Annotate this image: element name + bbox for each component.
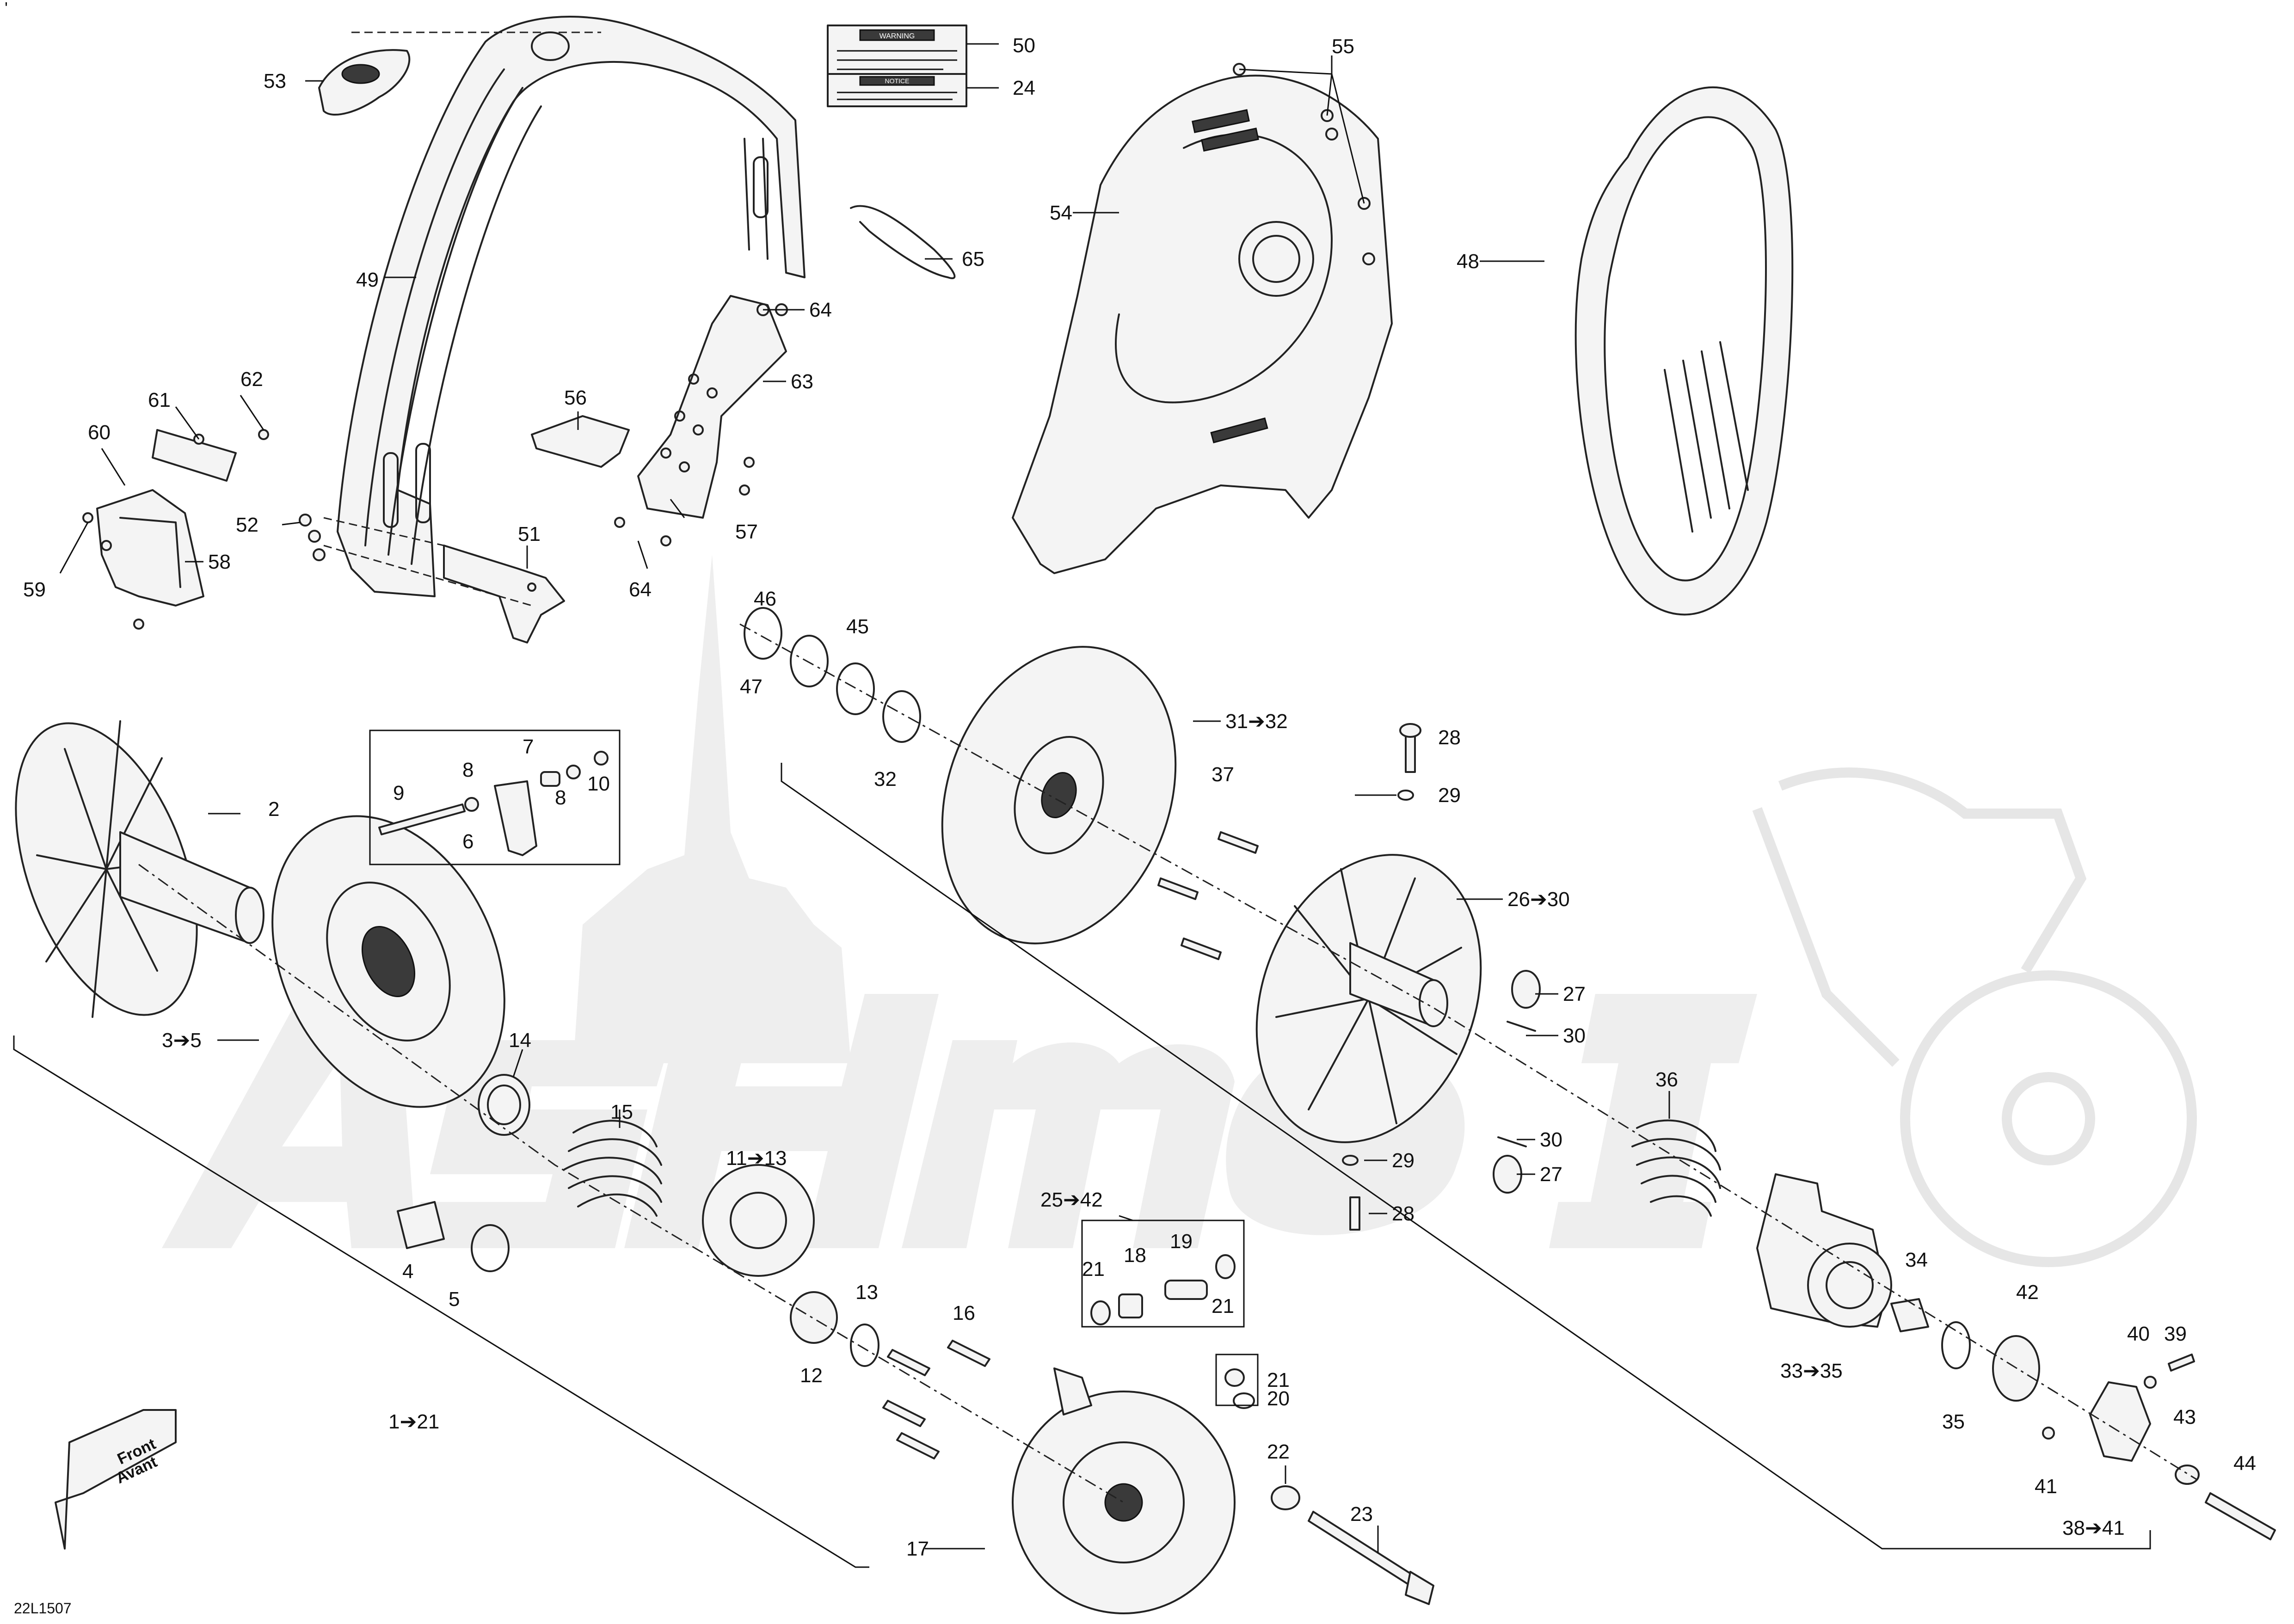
watermark-logo [162, 555, 2197, 1267]
label-part-55: 55 [1332, 35, 1354, 58]
bracket-56 [531, 415, 630, 468]
label-part-44: 44 [2233, 1452, 2256, 1475]
label-part-47: 47 [740, 675, 763, 698]
label-part-64-top: 64 [809, 299, 832, 321]
label-part-25-42: 25➔42 [1040, 1189, 1103, 1211]
label-part-17: 17 [906, 1538, 929, 1560]
driven-pulley-assy [744, 607, 2276, 1540]
label-part-5: 5 [449, 1288, 460, 1311]
label-part-31-32: 31➔32 [1225, 710, 1288, 733]
label-part-49: 49 [356, 269, 379, 291]
part-labels: 50 24 53 49 55 54 48 65 64 63 56 57 51 5… [23, 34, 2256, 1560]
label-part-27-top: 27 [1563, 983, 1586, 1005]
label-part-6: 6 [462, 830, 474, 853]
label-part-53: 53 [264, 70, 286, 92]
decal-50-header: WARNING [879, 32, 915, 40]
label-part-12: 12 [800, 1364, 823, 1387]
label-part-40: 40 [2127, 1323, 2150, 1345]
label-part-18: 18 [1124, 1244, 1146, 1267]
label-part-45: 45 [846, 615, 869, 638]
label-part-46: 46 [754, 588, 776, 610]
pin-65 [850, 205, 956, 279]
label-part-28-bottom: 28 [1392, 1202, 1415, 1225]
label-part-1-21: 1➔21 [388, 1410, 439, 1433]
drive-pulley-assy [15, 720, 1434, 1614]
decal-24: NOTICE [827, 73, 967, 107]
corner-mark: ' [5, 0, 8, 18]
label-part-37: 37 [1212, 763, 1234, 786]
label-part-13: 13 [855, 1281, 878, 1304]
label-part-63: 63 [791, 370, 813, 393]
assembly-brackets [13, 623, 2197, 1568]
decal-50: WARNING [827, 25, 967, 82]
plate-61 [152, 429, 237, 482]
label-part-21-inset-right: 21 [1212, 1295, 1234, 1318]
label-part-56: 56 [564, 386, 587, 409]
label-part-29-top: 29 [1438, 784, 1461, 807]
diagram-code: 22L1507 [14, 1600, 72, 1617]
label-part-21-inset-left: 21 [1082, 1258, 1105, 1281]
label-part-58: 58 [208, 551, 231, 573]
label-part-4: 4 [402, 1260, 413, 1283]
label-part-2: 2 [268, 798, 279, 821]
label-part-20: 20 [1267, 1387, 1290, 1410]
label-part-24: 24 [1013, 77, 1035, 99]
belt-guard-49 [337, 16, 806, 597]
label-part-11-13: 11➔13 [726, 1147, 787, 1170]
label-part-54: 54 [1050, 202, 1072, 224]
label-part-26-30: 26➔30 [1507, 888, 1570, 911]
label-part-23: 23 [1350, 1503, 1373, 1526]
label-part-21-small: 21 [1267, 1369, 1290, 1391]
label-part-8-right: 8 [555, 786, 566, 809]
drive-belt-48 [1574, 86, 1794, 616]
cvt-cover-54 [1012, 74, 1393, 574]
label-part-3-5: 3➔5 [162, 1029, 202, 1052]
label-part-65: 65 [962, 248, 984, 270]
label-part-42: 42 [2016, 1281, 2039, 1304]
label-part-52: 52 [236, 514, 258, 536]
label-part-34: 34 [1905, 1249, 1928, 1271]
label-part-15: 15 [610, 1101, 633, 1123]
bracket-58 [96, 489, 204, 607]
label-part-41: 41 [2035, 1475, 2057, 1498]
leader-lines [59, 43, 1670, 1553]
label-part-32: 32 [874, 768, 897, 791]
label-part-7: 7 [523, 735, 534, 758]
label-part-36: 36 [1655, 1068, 1678, 1091]
label-part-35: 35 [1942, 1410, 1965, 1433]
inset-box-6-10 [369, 729, 621, 865]
label-part-22: 22 [1267, 1440, 1290, 1463]
handle-53 [318, 49, 411, 116]
label-part-51: 51 [518, 523, 541, 545]
label-part-30-bottom: 30 [1540, 1128, 1562, 1151]
label-part-8-left: 8 [462, 759, 474, 781]
label-part-48: 48 [1457, 250, 1479, 273]
label-part-27-bottom: 27 [1540, 1163, 1562, 1186]
label-part-62: 62 [240, 368, 263, 391]
bracket-63 [637, 295, 787, 519]
label-part-57: 57 [735, 521, 758, 543]
label-part-9: 9 [393, 782, 404, 804]
label-part-39: 39 [2164, 1323, 2187, 1345]
label-part-10: 10 [587, 772, 610, 795]
label-part-16: 16 [953, 1302, 975, 1324]
label-part-28-top: 28 [1438, 726, 1461, 749]
label-part-64-bottom: 64 [629, 578, 652, 601]
label-part-19: 19 [1170, 1230, 1193, 1253]
label-part-30-top: 30 [1563, 1024, 1586, 1047]
label-part-60: 60 [88, 421, 111, 444]
direction-badge: Front Avant [55, 1409, 177, 1550]
label-part-33-35: 33➔35 [1780, 1360, 1843, 1382]
label-part-43: 43 [2173, 1406, 2196, 1428]
label-part-61: 61 [148, 389, 171, 411]
label-part-14: 14 [509, 1029, 531, 1052]
label-part-59: 59 [23, 578, 46, 601]
label-part-38-41: 38➔41 [2062, 1517, 2125, 1539]
bracket-51 [443, 545, 565, 643]
decal-24-header: NOTICE [885, 77, 910, 85]
label-part-29-bottom: 29 [1392, 1149, 1415, 1172]
label-part-50: 50 [1013, 34, 1035, 57]
